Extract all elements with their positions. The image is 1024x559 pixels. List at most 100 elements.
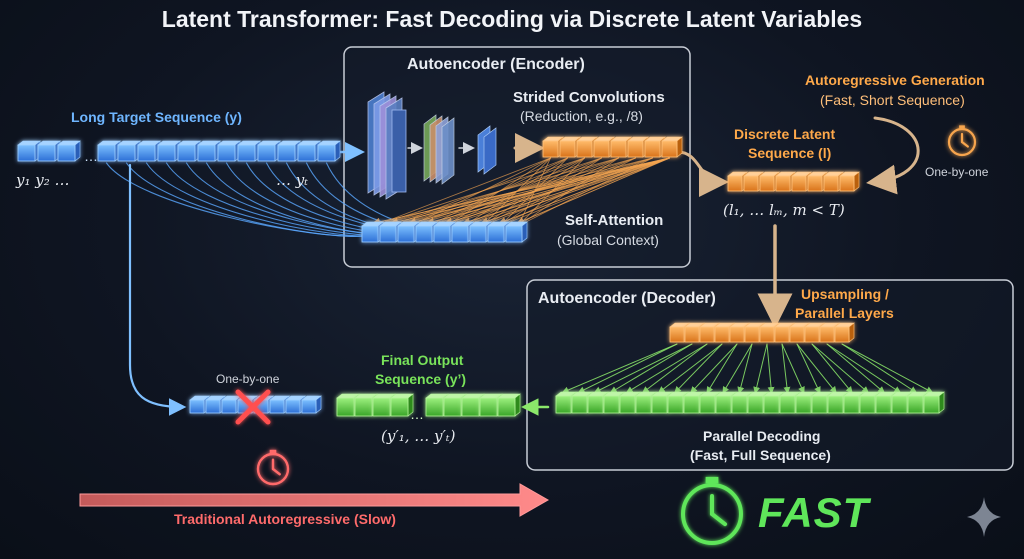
upsample-block-7-front xyxy=(759,326,775,343)
upsample-block-12-front xyxy=(834,326,850,343)
attention-block-7-front xyxy=(469,225,487,243)
latent-block-8-front xyxy=(839,175,855,192)
latent-block-2 xyxy=(743,171,764,192)
upsample-block-10-front xyxy=(804,326,820,343)
attention-block-9-front xyxy=(505,225,523,243)
attn-arrow-0 xyxy=(372,157,670,226)
attn-arrow-2 xyxy=(408,157,670,226)
decoder-output-block-8-front xyxy=(667,395,684,414)
output-block-left-2-front xyxy=(354,397,373,417)
cross-icon-stroke-2 xyxy=(235,389,271,425)
attention-block-3 xyxy=(397,221,420,243)
clock-icon-slow-face xyxy=(256,452,290,486)
decoder-title: Autoencoder (Decoder) xyxy=(538,290,716,307)
latent-block-5-front xyxy=(791,175,807,192)
traditional-block-8 xyxy=(301,395,322,414)
input-block-left-3-front xyxy=(57,144,76,162)
input-block-left-1 xyxy=(17,140,41,162)
encoder-output-block-5-front xyxy=(610,140,627,158)
attention-block-2-front xyxy=(379,225,397,243)
upsample-block-8-front xyxy=(774,326,790,343)
input-block-5-front xyxy=(177,144,196,162)
fan-arrow-9 xyxy=(690,343,738,394)
fan-arrow-5 xyxy=(625,343,708,394)
upsample-block-2-front xyxy=(684,326,700,343)
attention-block-6-front xyxy=(451,225,469,243)
traditional-block-6-front xyxy=(269,399,285,414)
encoder-output-block-2 xyxy=(559,136,581,158)
autoregressive-sub: (Fast, Short Sequence) xyxy=(820,92,965,108)
decoder-output-block-19-front xyxy=(843,395,860,414)
output-block-left-4 xyxy=(390,393,414,417)
decoder-output-block-2-front xyxy=(571,395,588,414)
clock-icon-fast xyxy=(681,476,743,545)
fan-arrow-16 xyxy=(781,343,805,394)
decoder-output-block-18-front xyxy=(827,395,844,414)
upsampling-label-line2: Parallel Layers xyxy=(795,305,894,321)
encoder-output-block-2-front xyxy=(559,140,576,158)
upsample-block-1-front xyxy=(669,326,685,343)
sparkle-icon xyxy=(967,497,1001,537)
fan-arrow-15 xyxy=(781,343,791,394)
latent-block-3-front xyxy=(759,175,775,192)
clock-icon-fast-crown xyxy=(705,476,719,484)
fan-arrow-4 xyxy=(609,343,693,394)
clock-icon-slow-hand-min xyxy=(271,467,281,476)
output-block-left-1-front xyxy=(336,397,355,417)
traditional-block-3-front xyxy=(221,399,237,414)
attn-arrow-4 xyxy=(444,157,670,226)
input-block-7 xyxy=(217,140,241,162)
input-block-4 xyxy=(157,140,181,162)
attention-block-8-front xyxy=(487,225,505,243)
upsample-block-12 xyxy=(834,322,855,343)
parallel-decoding-label: Parallel Decoding xyxy=(703,428,821,444)
input-block-3 xyxy=(137,140,161,162)
clock-icon-latent xyxy=(947,125,977,157)
attn-arrow-3 xyxy=(426,157,670,226)
input-block-2-front xyxy=(117,144,136,162)
fan-arrow-12 xyxy=(737,343,753,394)
traditional-block-1-front xyxy=(189,399,205,414)
output-math: (y′₁, … y′ₜ) xyxy=(381,427,456,445)
output-label-line1: Final Output xyxy=(381,352,464,368)
encoder-title: Autoencoder (Encoder) xyxy=(407,56,585,73)
upsample-block-6-front xyxy=(744,326,760,343)
fan-arrow-17 xyxy=(796,343,821,394)
traditional-label: Traditional Autoregressive (Slow) xyxy=(174,511,396,527)
input-block-12-front xyxy=(317,144,336,162)
decoder-output-block-7-front xyxy=(651,395,668,414)
output-block-right-2-front xyxy=(443,397,462,417)
attn-arrow-1 xyxy=(390,157,670,226)
decoder-output-block-14-front xyxy=(763,395,780,414)
input-block-12 xyxy=(317,140,341,162)
fan-arrow-20 xyxy=(811,343,870,394)
cross-icon xyxy=(235,389,271,425)
input-block-2 xyxy=(117,140,141,162)
fan-arrow-23 xyxy=(841,343,918,394)
latent-block-6-front xyxy=(807,175,823,192)
latent-one-by-one-label: One-by-one xyxy=(925,165,989,179)
fan-arrow-21 xyxy=(826,343,886,394)
latent-label-line2: Sequence (l) xyxy=(748,145,832,161)
traditional-one-by-one-label: One-by-one xyxy=(216,372,280,386)
output-label-line2: Sequence (y’) xyxy=(375,371,467,387)
upsample-block-3-front xyxy=(699,326,715,343)
encoder-output-block-4-front xyxy=(593,140,610,158)
conv-layer-small-2 xyxy=(483,127,497,175)
encoder-output-block-7 xyxy=(644,136,666,158)
decoder-output-block-5-front xyxy=(619,395,636,414)
traditional-block-7-front xyxy=(285,399,301,414)
autoregressive-loop-arrow xyxy=(866,116,920,195)
fan-arrow-7 xyxy=(657,343,723,394)
fast-label: FAST xyxy=(758,489,870,536)
conv-layer-front xyxy=(391,109,407,193)
latent-block-2-front xyxy=(743,175,759,192)
fan-arrow-13 xyxy=(753,343,768,394)
clock-icon-latent-hand-min xyxy=(960,140,969,148)
attn-line-4-0 xyxy=(373,157,619,227)
decoder-output-block-24 xyxy=(923,391,945,414)
decoder-output-block-1-front xyxy=(555,395,572,414)
output-block-right-4-front xyxy=(479,397,498,417)
attn-line-0-0 xyxy=(373,157,551,227)
